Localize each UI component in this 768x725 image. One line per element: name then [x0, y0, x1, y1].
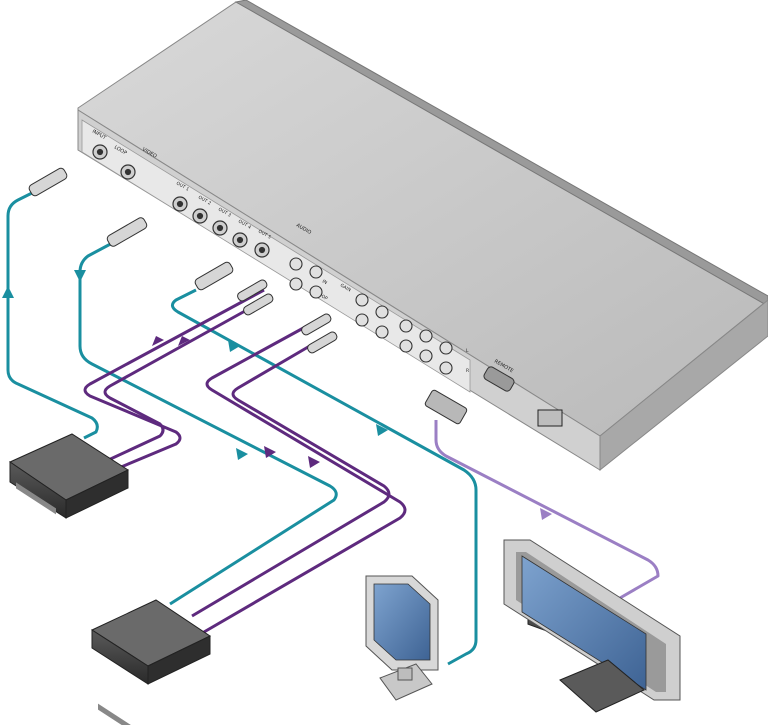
arrow-video-out — [228, 340, 240, 352]
arrow-video-loop-2 — [236, 448, 248, 460]
chassis-right-side — [599, 299, 768, 472]
arrow-control — [540, 508, 552, 520]
chassis-rail — [234, 0, 768, 307]
flat-panel-display-icon — [503, 539, 681, 713]
audio-input-cable-r — [103, 304, 255, 464]
arrow-video-input — [2, 286, 14, 298]
av-recorder-device-icon — [90, 599, 212, 725]
video-loop-cable — [78, 238, 338, 606]
channel-l-label: L — [466, 348, 469, 354]
video-out-monitor-cable — [171, 288, 478, 666]
audio-loop-label: LOOP — [315, 291, 329, 302]
channel-r-label: R — [466, 368, 469, 374]
loop-label: LOOP — [113, 145, 128, 157]
gain-label: GAIN — [339, 283, 352, 294]
audio-loop-cable-l — [203, 318, 407, 634]
audio-loop-cable-r — [191, 338, 391, 618]
arrow-video-out-2 — [376, 424, 388, 436]
chassis-top — [77, 1, 768, 437]
desktop-monitor-icon — [365, 575, 439, 701]
arrow-audio-1 — [152, 336, 164, 346]
db9-serial-connector-icon — [483, 366, 515, 392]
video-cables — [6, 186, 478, 666]
cable-plugs — [28, 167, 468, 425]
bnc-connector-icon-group — [92, 144, 270, 258]
video-input-cable — [6, 186, 99, 440]
audio-input-cable-l — [83, 288, 265, 472]
audio-cables — [83, 288, 407, 634]
arrow-audio-4 — [308, 456, 320, 468]
rca-connector-icon-group — [289, 257, 453, 375]
distribution-amplifier-unit: INPUT LOOP VIDEO OUT 1 OUT 2 OUT 3 OUT 4… — [77, 0, 768, 641]
arrow-video-loop — [74, 270, 86, 282]
control-cables — [434, 420, 660, 600]
arrow-audio-3 — [264, 446, 276, 458]
connector-panel — [81, 119, 471, 393]
audio-in-label: IN — [321, 279, 328, 287]
remote-control-cable — [434, 420, 660, 600]
signal-direction-arrows — [2, 270, 552, 520]
av-source-device-icon — [8, 433, 130, 519]
arrow-audio-2 — [178, 336, 190, 346]
